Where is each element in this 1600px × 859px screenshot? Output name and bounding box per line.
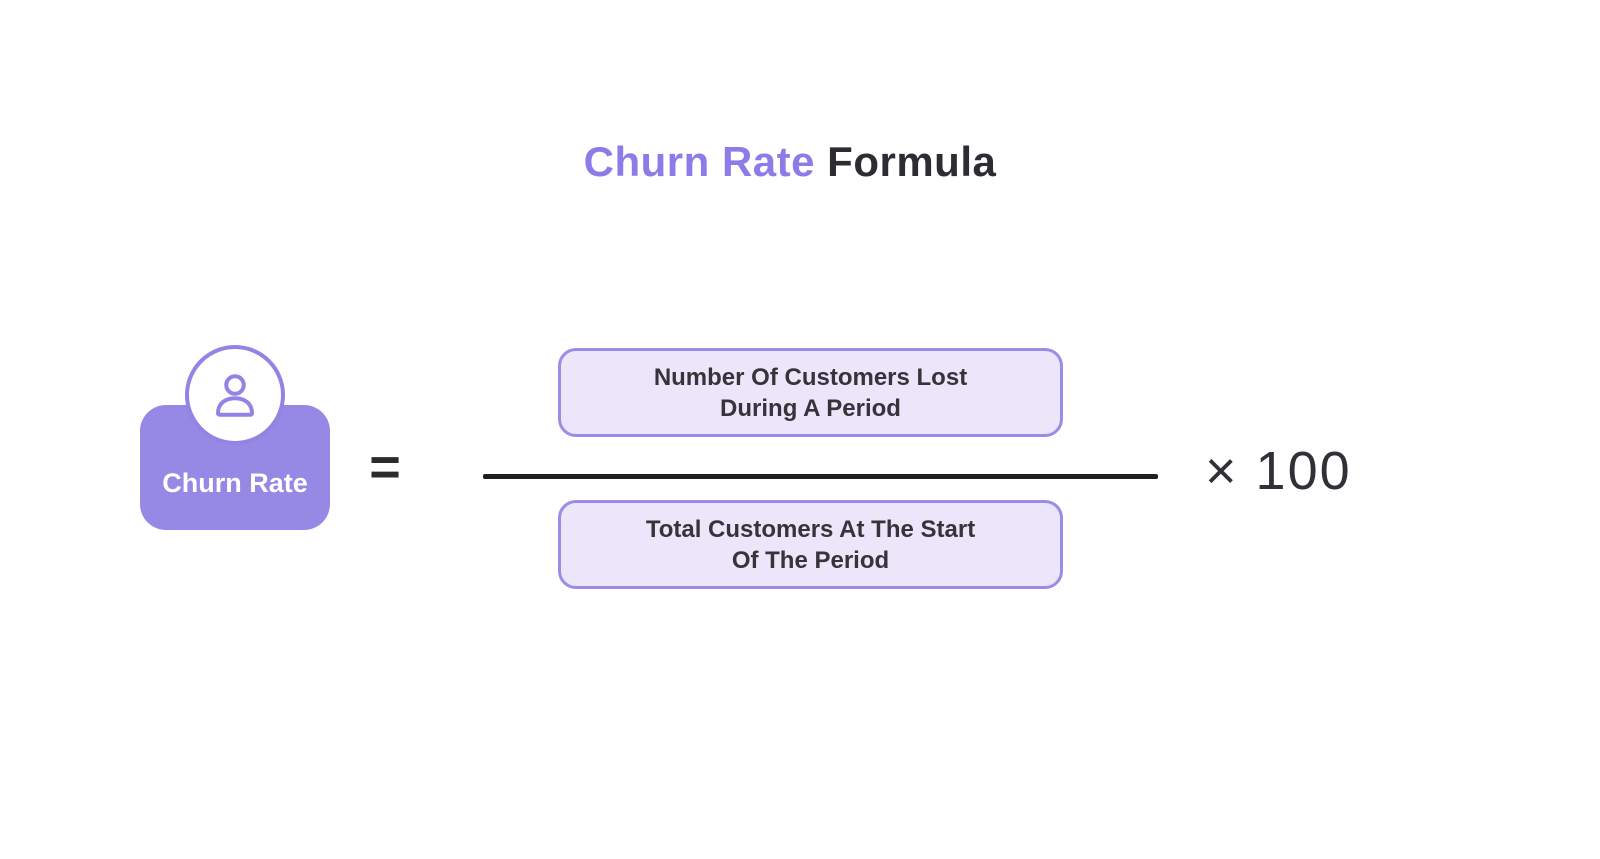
numerator-line2: During A Period [720,394,901,422]
denominator-line1: Total Customers At The Start [645,515,976,543]
avatar [185,345,285,445]
page-title-accent: Churn Rate [583,138,815,185]
page-title: Churn Rate Formula [0,138,1580,186]
fraction-line [483,474,1158,479]
page-title-rest: Formula [827,138,997,185]
churn-rate-card-label: Churn Rate [162,468,308,498]
person-icon [216,374,254,417]
equals-sign: = [369,437,401,497]
churn-rate-card: Churn Rate [140,345,330,530]
denominator-box: Total Customers At The Start Of The Peri… [558,500,1063,589]
numerator-line1: Number Of Customers Lost [653,363,968,391]
multiplier-text: × 100 [1205,441,1352,501]
numerator-box: Number Of Customers Lost During A Period [558,348,1063,437]
denominator-line2: Of The Period [731,546,890,574]
